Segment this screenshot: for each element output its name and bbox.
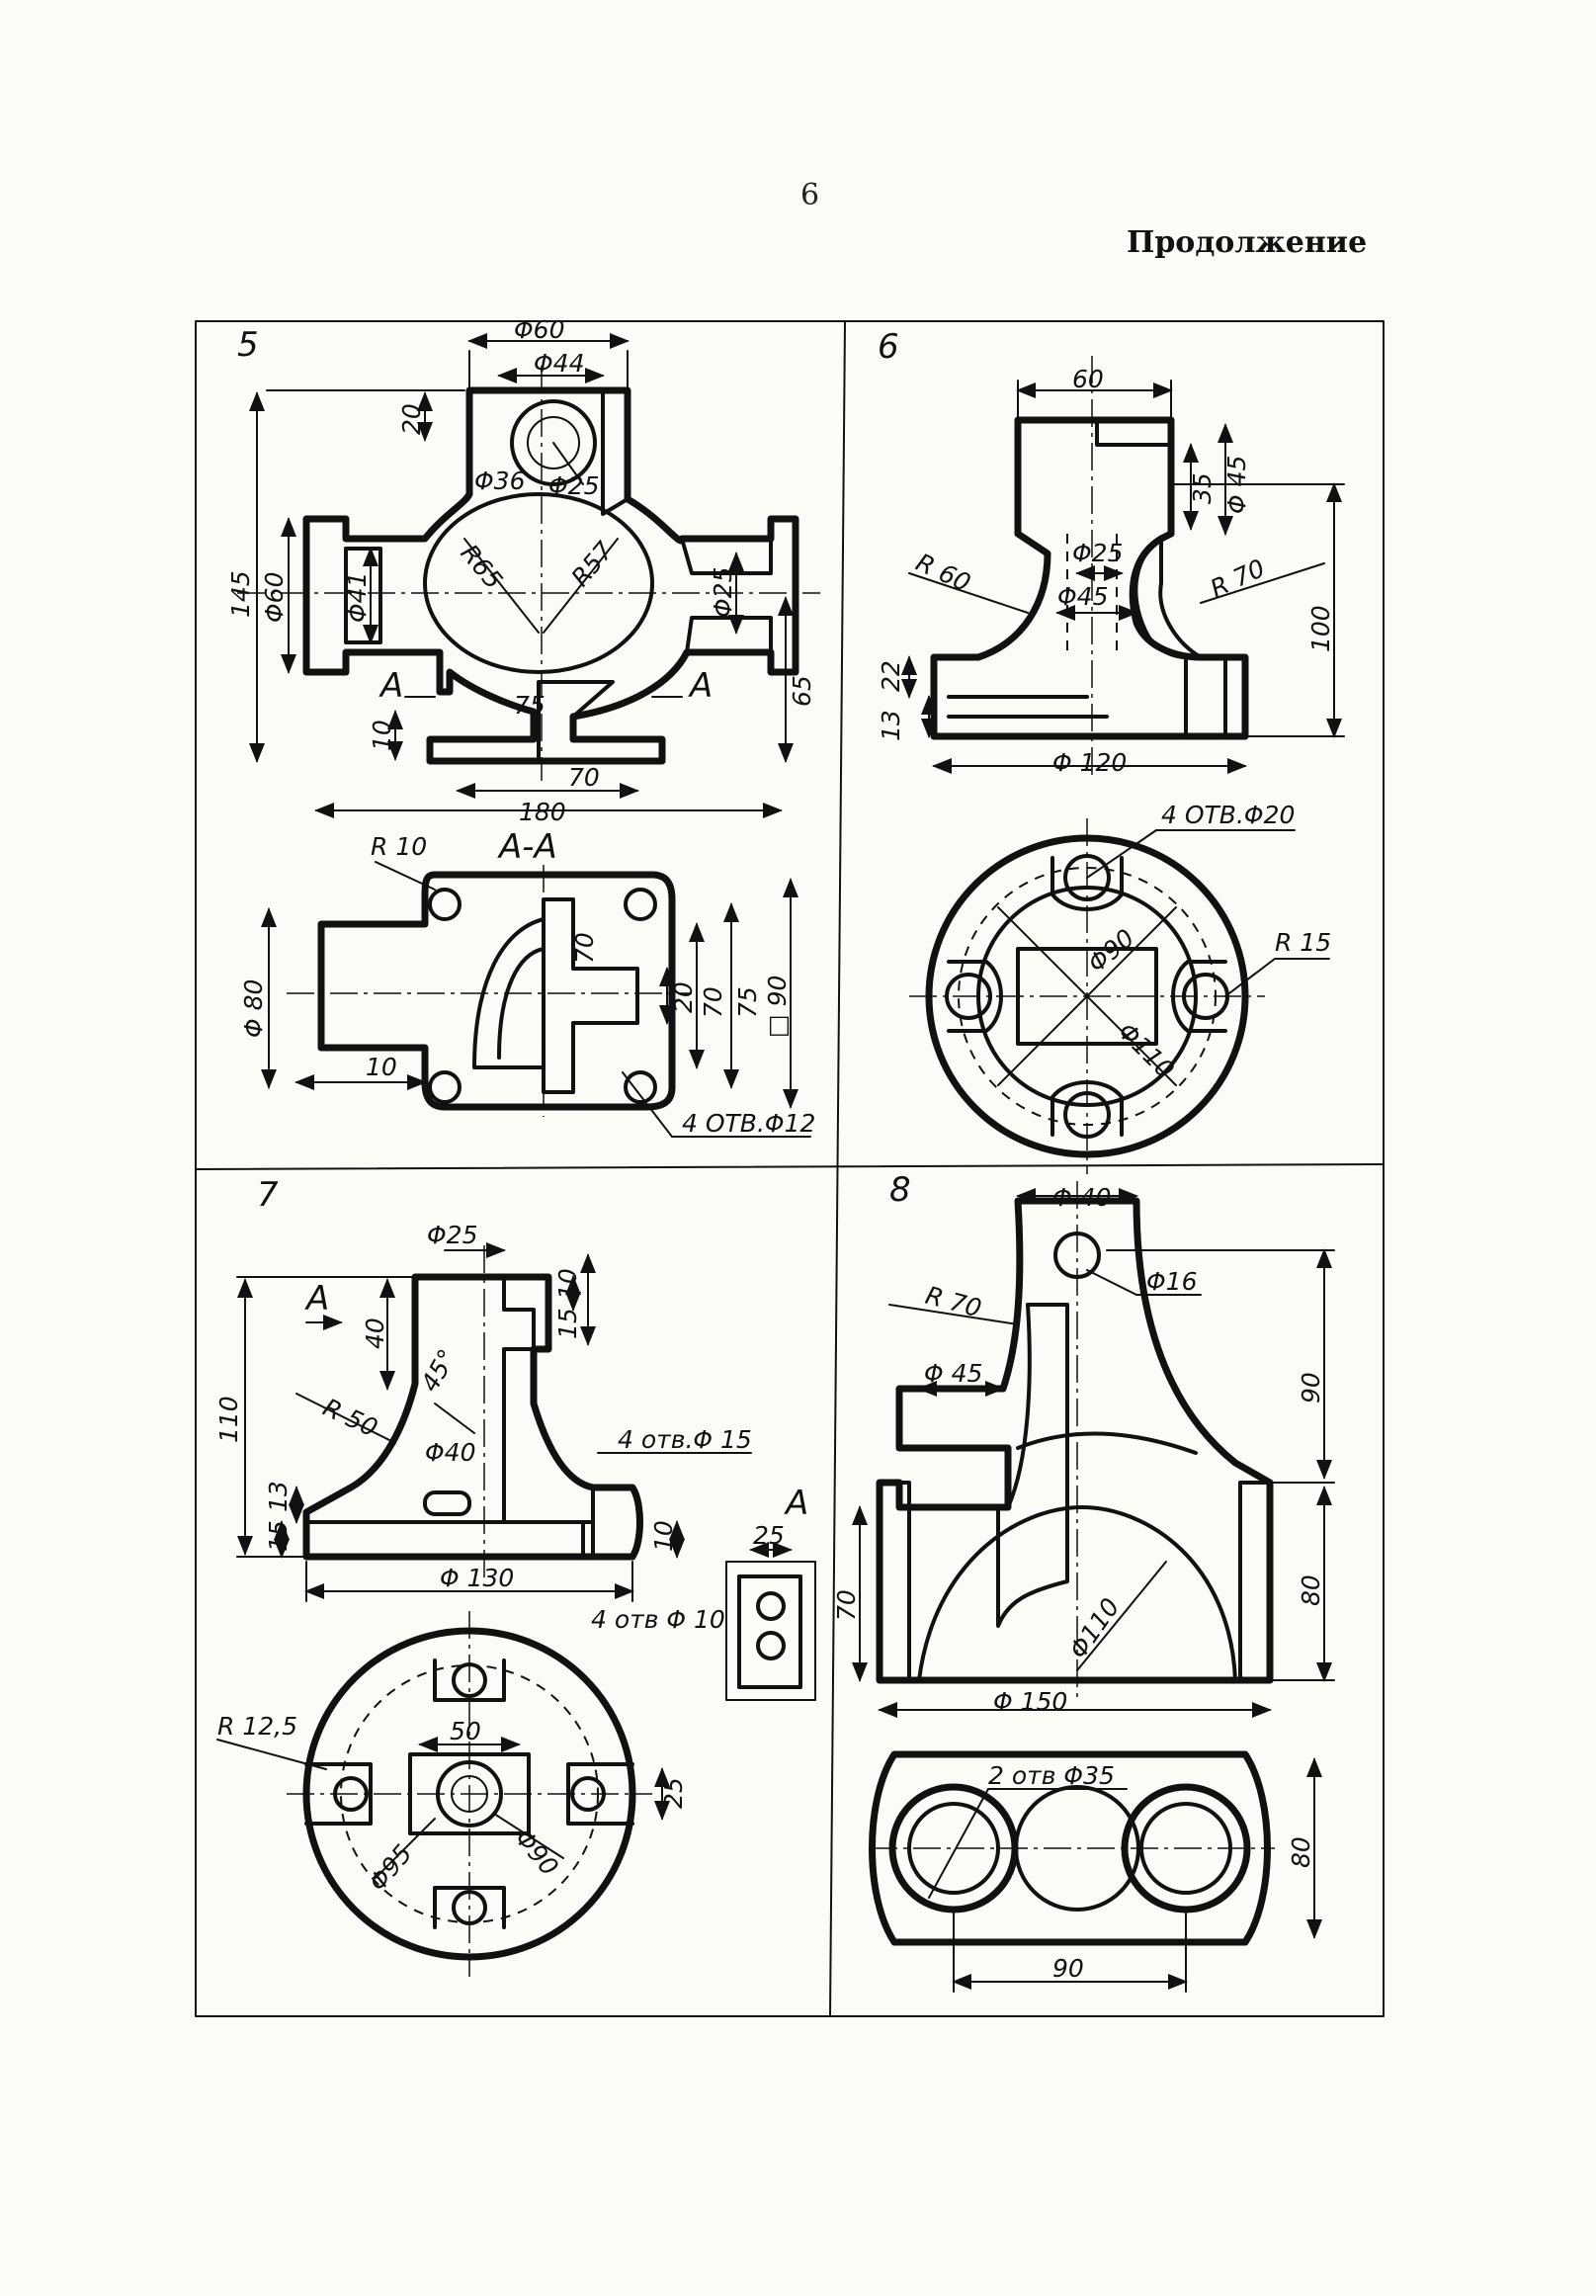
p8-dim-phi110: Φ110 xyxy=(1063,1593,1125,1664)
p7-dim-phi130: Φ 130 xyxy=(440,1564,514,1592)
p7-view-arrow-a: A xyxy=(304,1279,329,1318)
p7-dim-r50: R 50 xyxy=(318,1393,381,1442)
p5-dim-phi25: Φ25 xyxy=(548,471,600,500)
p8-dim-phi40: Φ 40 xyxy=(1052,1183,1111,1212)
p6-dim-r60: R 60 xyxy=(911,548,974,597)
panel-8-front-view: Φ 40 Φ16 R 70 Φ 45 90 70 80 Φ110 Φ 150 xyxy=(832,1181,1335,1718)
p7-dim-40: 40 xyxy=(361,1318,389,1349)
panel-6-plan-view: 4 ОТВ.Φ20 R 15 Φ90 Φ110 xyxy=(909,801,1331,1174)
p7-dim-15: 15 xyxy=(553,1308,582,1339)
p7-dim-15-base: 15 xyxy=(264,1520,293,1552)
p6-dim-13: 13 xyxy=(877,710,905,741)
p8-dim-phi150: Φ 150 xyxy=(993,1687,1067,1716)
p7-dim-10-top: 10 xyxy=(553,1268,582,1300)
p5-sec-dim-75: 75 xyxy=(733,986,762,1018)
p5-sec-dim-70b: 70 xyxy=(699,986,727,1018)
p8-dim-r70: R 70 xyxy=(922,1281,984,1323)
p5-sec-dim-r10: R 10 xyxy=(371,832,427,861)
p5-section-title: А-А xyxy=(497,827,557,867)
continuation-heading: Продолжение xyxy=(1127,225,1368,260)
p7-view-a-title: A xyxy=(784,1484,808,1523)
p5-dim-180: 180 xyxy=(519,798,566,826)
p5-sec-dim-holes: 4 ОТВ.Φ12 xyxy=(682,1109,815,1138)
panel-7-front-view: Φ25 A 40 15 10 110 45° R 50 Φ40 4 отв.Φ … xyxy=(214,1221,752,1602)
p6-dim-35: 35 xyxy=(1188,472,1217,504)
p8-dim-phi45: Φ 45 xyxy=(924,1359,982,1388)
p5-dim-10: 10 xyxy=(368,720,396,751)
p5-dim-phi36: Φ36 xyxy=(474,467,526,495)
p5-dim-phi44: Φ44 xyxy=(534,349,585,378)
p6-dim-phi45: Φ 45 xyxy=(1222,456,1251,514)
p5-sec-dim-70: 70 xyxy=(570,932,599,964)
p6-plan-dim-r15: R 15 xyxy=(1275,928,1331,957)
p6-dim-phi120: Φ 120 xyxy=(1052,748,1127,777)
p6-plan-dim-holes: 4 ОТВ.Φ20 xyxy=(1161,801,1295,829)
p7-view-a-dim-holes: 4 отв Φ 10 xyxy=(591,1605,725,1634)
panel-5: 5 xyxy=(226,315,820,1138)
p6-dim-phi45-inner: Φ45 xyxy=(1057,582,1109,611)
panel-7-view-a: A 25 4 отв Φ 10 xyxy=(591,1484,816,1701)
p5-dim-r57: R57 xyxy=(565,536,619,591)
p6-dim-r70: R 70 xyxy=(1206,553,1269,603)
p8-plan-dim-90: 90 xyxy=(1052,1954,1084,1983)
p5-sec-dim-20: 20 xyxy=(669,981,698,1013)
p6-plan-dim-phi90: Φ90 xyxy=(1082,923,1139,978)
p7-dim-10-base: 10 xyxy=(649,1520,678,1552)
panel-6-front-view: 60 35 Φ 45 Φ25 Φ45 R 60 R 70 100 13 22 Φ… xyxy=(877,356,1345,781)
p6-dim-100: 100 xyxy=(1306,605,1335,652)
p8-dim-80: 80 xyxy=(1297,1574,1325,1606)
panel-5-section-view: А-А R 10 Φ 80 10 70 20 70 xyxy=(239,827,815,1138)
p5-dim-20: 20 xyxy=(397,403,426,435)
sheet-frame xyxy=(195,320,1385,2017)
p7-dim-phi40: Φ40 xyxy=(425,1438,476,1467)
p8-dim-90: 90 xyxy=(1297,1372,1325,1403)
panel-8-number: 8 xyxy=(889,1170,911,1210)
panel-8-plan-view: 2 отв Φ35 80 90 xyxy=(869,1750,1322,1993)
p6-plan-dim-phi110: Φ110 xyxy=(1113,1017,1180,1084)
p5-dim-r65: R65 xyxy=(455,539,508,594)
p6-dim-60: 60 xyxy=(1072,365,1104,393)
p5-dim-phi41: Φ41 xyxy=(343,572,372,624)
p5-section-mark-a-right: A xyxy=(688,666,713,706)
p7-view-a-dim-25: 25 xyxy=(753,1521,785,1550)
panel-6: 6 60 35 xyxy=(877,327,1345,1174)
p8-plan-dim-80: 80 xyxy=(1287,1836,1315,1868)
p7-plan-dim-50: 50 xyxy=(450,1717,481,1745)
panel-6-number: 6 xyxy=(878,327,899,367)
p7-dim-holes: 4 отв.Φ 15 xyxy=(618,1425,752,1454)
p7-plan-dim-25: 25 xyxy=(659,1777,688,1809)
p5-dim-phi60-flange: Φ60 xyxy=(260,572,289,624)
p7-plan-dim-r12-5: R 12,5 xyxy=(217,1712,297,1741)
p5-dim-65: 65 xyxy=(788,675,816,707)
p7-dim-phi25: Φ25 xyxy=(427,1221,478,1249)
p5-sec-dim-sq90: □ 90 xyxy=(763,976,792,1038)
panel-8: 8 Φ 40 Φ16 R 70 Φ 45 xyxy=(832,1170,1335,1993)
p5-dim-phi25-right: Φ25 xyxy=(709,567,737,619)
p8-plan-dim-holes: 2 отв Φ35 xyxy=(988,1761,1115,1790)
panel-7-plan-view: R 12,5 50 25 Φ95 Φ90 xyxy=(216,1611,688,1977)
p7-dim-13: 13 xyxy=(264,1481,293,1512)
panel-5-number: 5 xyxy=(237,325,259,365)
p6-dim-22: 22 xyxy=(877,660,905,692)
p5-dim-phi60: Φ60 xyxy=(514,315,565,344)
panel-7: 7 Φ25 A xyxy=(214,1175,816,1977)
p5-sec-dim-10: 10 xyxy=(366,1053,397,1081)
panel-7-number: 7 xyxy=(257,1175,279,1215)
p5-section-mark-a-left: A xyxy=(378,666,403,706)
p8-dim-70: 70 xyxy=(832,1589,861,1621)
p6-dim-phi25: Φ25 xyxy=(1072,539,1124,567)
p5-dim-70: 70 xyxy=(568,763,600,792)
p5-dim-75: 75 xyxy=(514,691,546,720)
p7-dim-110: 110 xyxy=(214,1396,243,1443)
p7-plan-dim-phi95: Φ95 xyxy=(363,1839,417,1897)
p5-dim-145: 145 xyxy=(226,570,255,618)
panel-5-front-view: Φ60 Φ44 20 Φ36 Φ25 145 Φ60 Φ41 R65 R57 Φ… xyxy=(226,315,820,826)
p8-dim-phi16: Φ16 xyxy=(1146,1267,1198,1296)
page-number: 6 xyxy=(800,178,820,213)
p5-sec-dim-phi80: Φ 80 xyxy=(239,979,268,1038)
p7-dim-45deg: 45° xyxy=(415,1344,462,1397)
